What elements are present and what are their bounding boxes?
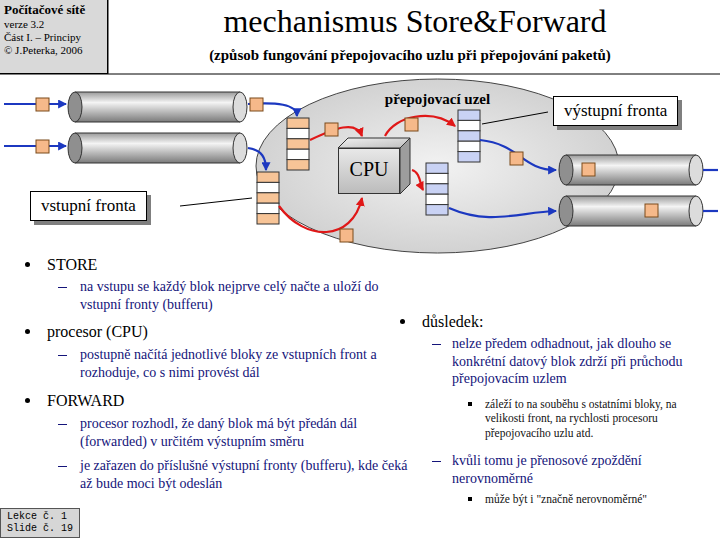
bullet-dot (400, 319, 405, 324)
node-text: Část I. – Principy (4, 31, 103, 44)
bullet-text: je zařazen do příslušné výstupní fronty … (80, 457, 415, 492)
bullet-text: důsledek: (422, 312, 483, 332)
node-text: Lekce č. 1 (7, 511, 73, 523)
node-text: Slide č. 19 (7, 523, 73, 535)
bullet-text: postupně načítá jednotlivé bloky ze vstu… (80, 346, 415, 381)
bullet-text: záleží to na souběhu s ostatními bloky, … (485, 397, 717, 440)
bullet-dash (58, 424, 67, 426)
bullet-dot (25, 329, 30, 334)
bullet-square (468, 497, 472, 501)
node-text: verze 3.2 (4, 18, 103, 31)
leader-line (180, 198, 252, 206)
callout-box: výstupní fronta (553, 96, 678, 126)
bullet-text: může být i "značně nerovnoměrné" (485, 492, 717, 506)
bullet-dash (58, 466, 67, 468)
bullet-text: FORWARD (47, 391, 124, 411)
input-line (68, 92, 247, 163)
bullet-text: procesor (CPU) (47, 322, 148, 342)
bullet-dash (58, 287, 67, 289)
bullet-dash (432, 461, 441, 463)
node-text: vstupní fronta (41, 196, 136, 216)
bullet-square (468, 402, 472, 406)
slide-title: mechanismus Store&Forward (110, 3, 720, 40)
bullet-dash (432, 344, 441, 346)
node-text: výstupní fronta (564, 101, 667, 121)
slide-number-box: Lekce č. 1Slide č. 19 (0, 508, 80, 538)
bullet-dot (25, 262, 30, 267)
course-header-box: Počítačové sítěverze 3.2Část I. – Princi… (0, 0, 108, 74)
node-text: CPU (347, 157, 391, 181)
cpu-side-face (400, 138, 410, 194)
node-text: Počítačové sítě (4, 2, 103, 18)
subtitle: (způsob fungování přepojovacího uzlu při… (150, 46, 670, 65)
cpu-box: CPU (338, 148, 400, 194)
bullet-dot (25, 398, 30, 403)
callout-box: vstupní fronta (30, 191, 147, 221)
bullet-text: nelze předem odhadnout, jak dlouho se ko… (452, 335, 717, 388)
bullet-dash (58, 355, 67, 357)
cpu-top-face (338, 138, 410, 148)
node-text: © J.Peterka, 2006 (4, 44, 103, 57)
bullet-text: na vstupu se každý blok nejprve celý nač… (80, 278, 415, 313)
bullet-text: kvůli tomu je přenosové zpoždění nerovno… (452, 452, 717, 487)
bullet-text: procesor rozhodl, že daný blok má být př… (80, 415, 415, 450)
bullet-text: STORE (47, 255, 97, 275)
